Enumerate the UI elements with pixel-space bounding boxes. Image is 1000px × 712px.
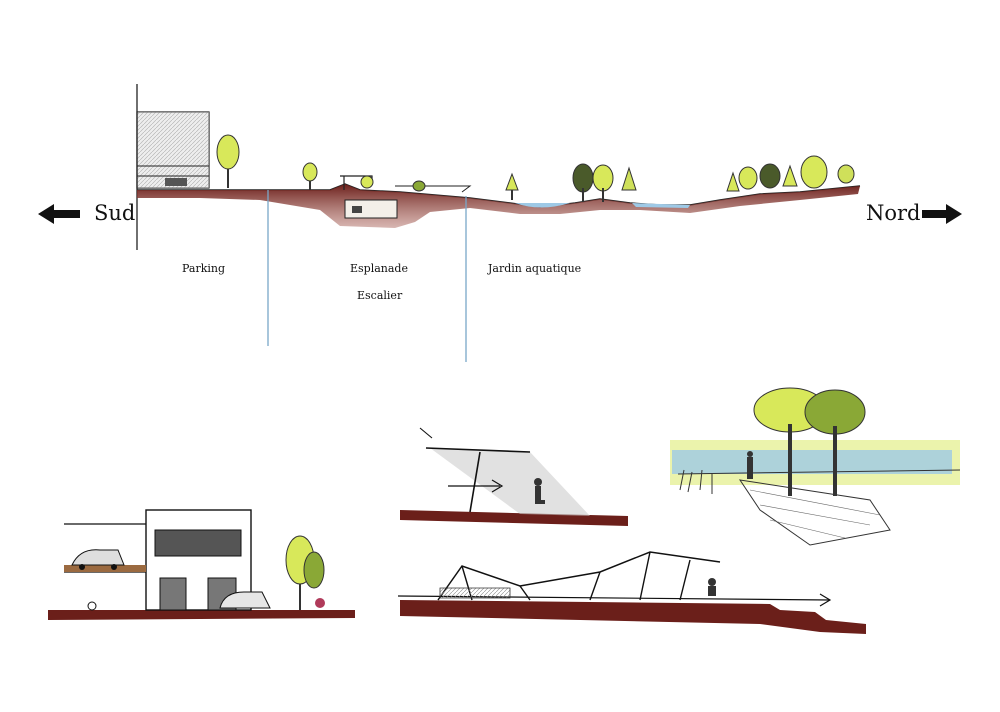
main-section xyxy=(38,84,962,362)
sketch-canopy xyxy=(400,427,628,526)
direction-south-label: Sud xyxy=(94,201,136,225)
zone-label-escalier: Escalier xyxy=(357,289,403,302)
sketch-parking xyxy=(48,509,355,620)
sketch-water-garden xyxy=(670,387,961,546)
trees-top xyxy=(216,134,855,202)
arrow-right-icon xyxy=(922,204,962,224)
zone-label-esplanade: Esplanade xyxy=(350,262,408,275)
direction-north-label: Nord xyxy=(866,201,921,225)
parking-building xyxy=(136,111,210,189)
sketch-promenade xyxy=(397,551,866,634)
arrow-left-icon xyxy=(38,204,80,224)
ground-soil xyxy=(137,184,860,228)
stair-underground xyxy=(344,199,398,219)
zone-label-jardin-aquatique: Jardin aquatique xyxy=(488,262,582,275)
zone-label-parking: Parking xyxy=(182,262,226,275)
